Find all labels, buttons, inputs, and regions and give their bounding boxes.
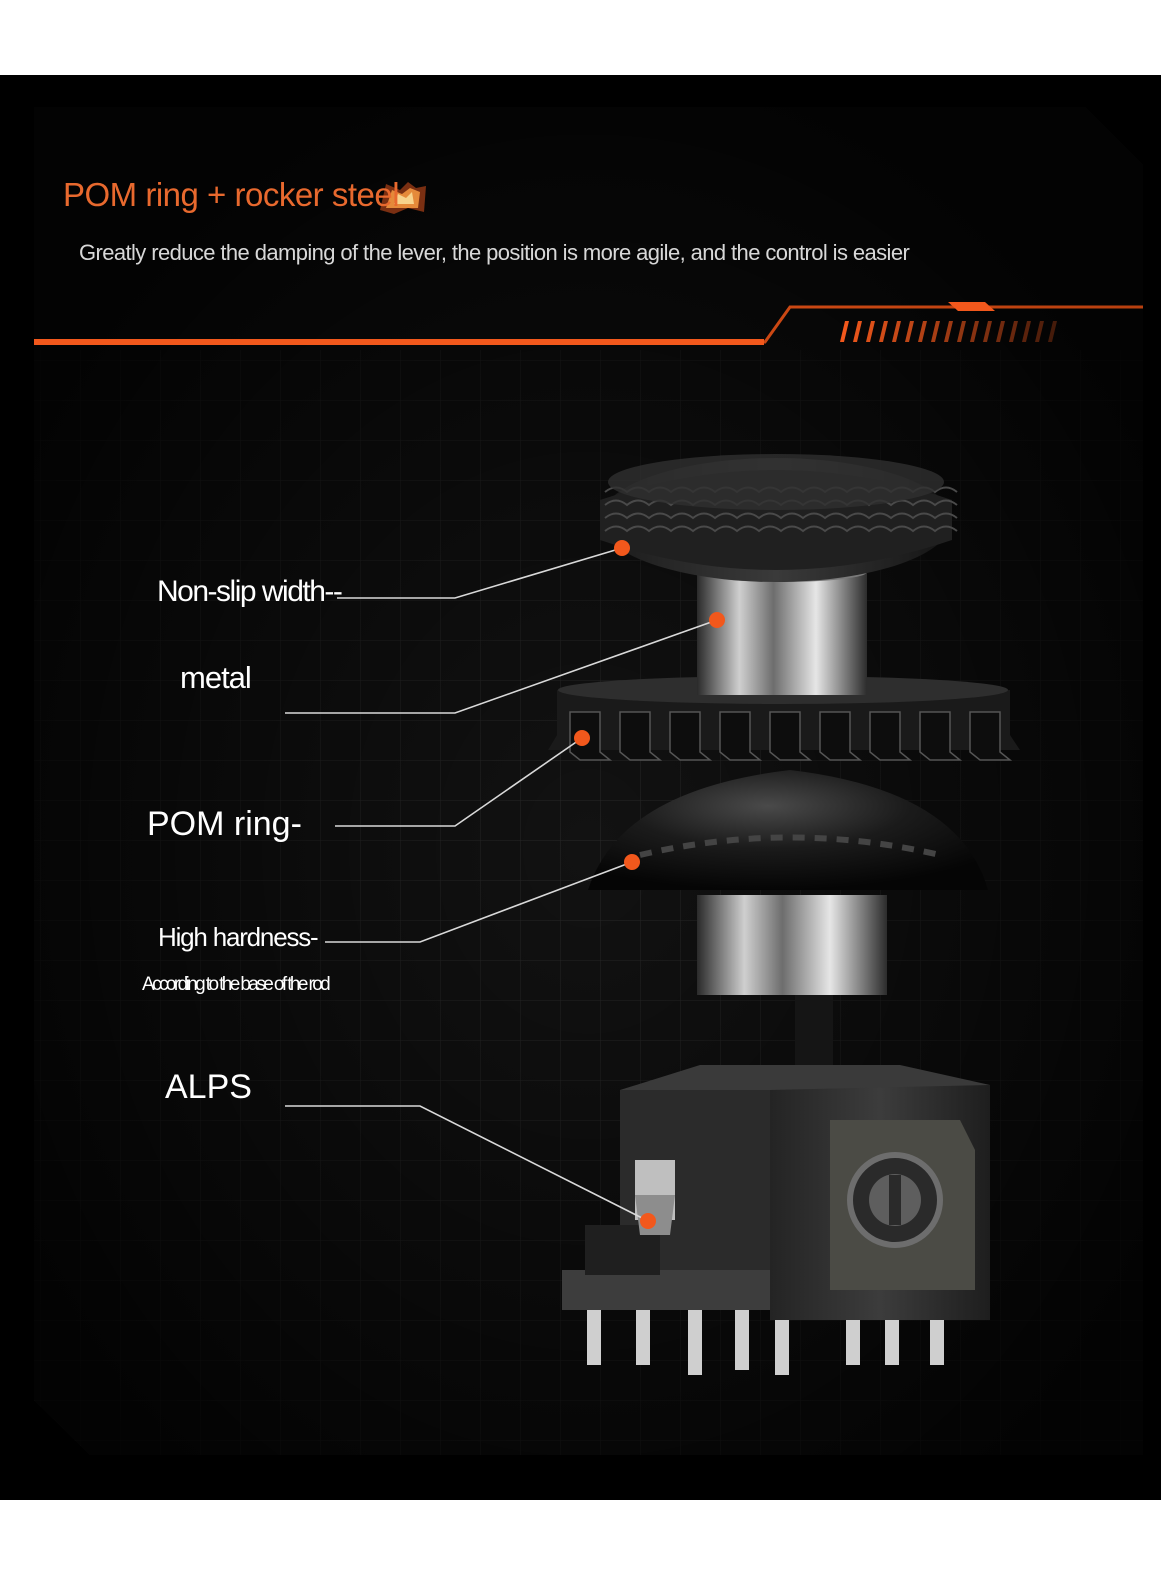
- gear-tooth: [869, 711, 913, 761]
- hatch-stripe: [892, 321, 901, 342]
- hatch-stripe: [996, 321, 1005, 342]
- hatch-stripe: [1022, 321, 1031, 342]
- callout-label-non-slip: Non-slip width--: [157, 575, 343, 608]
- gear-tooth: [769, 711, 813, 761]
- hatch-stripe: [840, 321, 849, 342]
- gear-tooth: [569, 711, 613, 761]
- callout-dot-metal: [709, 612, 725, 628]
- hatch-stripe: [905, 321, 914, 342]
- cap-wave-texture: [604, 525, 958, 533]
- flame-badge-icon: [380, 182, 426, 214]
- gear-tooth: [719, 711, 763, 761]
- hatch-stripe: [944, 321, 953, 342]
- callout-label-pom-ring: POM ring-: [147, 805, 302, 843]
- thumb-cap: [600, 454, 958, 582]
- callout-label-alps: ALPS: [165, 1068, 252, 1106]
- page-subtitle: Greatly reduce the damping of the lever,…: [79, 240, 910, 265]
- callout-label-high-hardness: High hardness-: [158, 922, 319, 952]
- hatch-stripe: [931, 321, 940, 342]
- hatch-stripe: [1048, 321, 1057, 342]
- hatch-stripe: [983, 321, 992, 342]
- callout-lines: [285, 547, 718, 1222]
- gear-tooth: [619, 711, 663, 761]
- callout-dot-non-slip: [614, 540, 630, 556]
- hatch-stripe: [879, 321, 888, 342]
- metal-shaft: [697, 570, 867, 695]
- hatch-stripe: [957, 321, 966, 342]
- header-accent-line: [34, 302, 1143, 345]
- callout-label-rod-base: According to the base of the rod: [142, 974, 331, 995]
- callout-dot-alps: [640, 1213, 656, 1229]
- hatch-stripe: [866, 321, 875, 342]
- page-title: POM ring + rocker steel: [63, 176, 400, 213]
- callout-dot-pom-ring: [574, 730, 590, 746]
- hatch-stripes: [840, 321, 1057, 342]
- gear-ring: [548, 676, 1020, 761]
- hatch-stripe: [1009, 321, 1018, 342]
- hatch-stripe: [970, 321, 979, 342]
- hatch-stripe: [918, 321, 927, 342]
- gear-tooth: [919, 711, 963, 761]
- hatch-stripe: [1035, 321, 1044, 342]
- hatch-stripe: [853, 321, 862, 342]
- gear-tooth: [969, 711, 1013, 761]
- alps-module: [562, 1065, 990, 1375]
- gear-tooth: [669, 711, 713, 761]
- pom-dome: [588, 770, 988, 890]
- callout-label-metal: metal: [180, 660, 252, 695]
- joystick-illustration: [548, 454, 1020, 1375]
- cap-wave-texture: [604, 512, 958, 520]
- callout-dot-high-hardness: [624, 854, 640, 870]
- gear-tooth: [819, 711, 863, 761]
